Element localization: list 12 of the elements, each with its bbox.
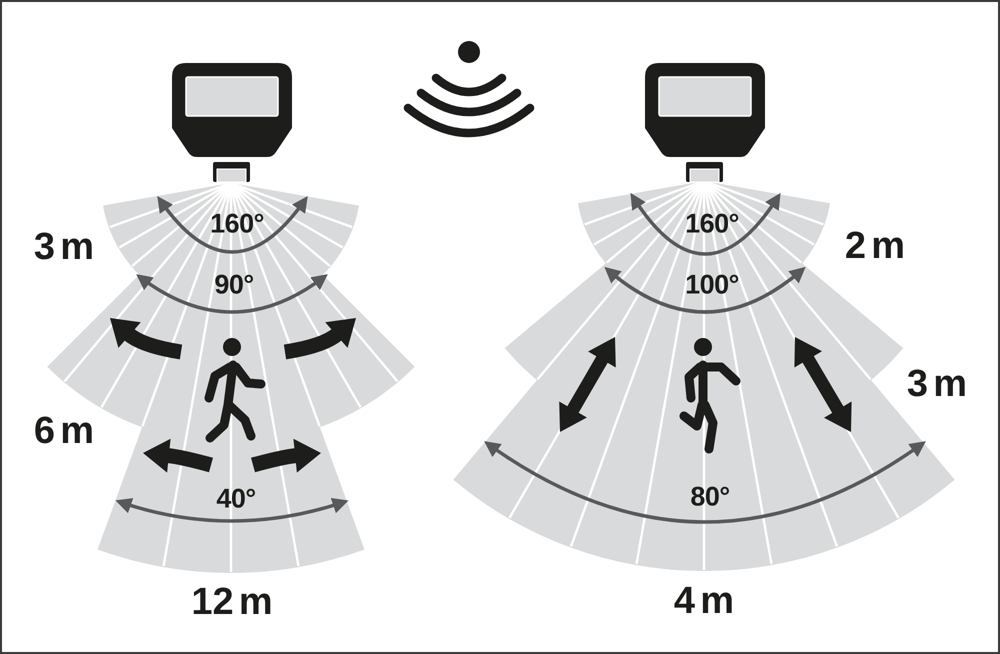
distance-label: 6 m bbox=[34, 412, 94, 450]
distance-label: 3 m bbox=[906, 365, 968, 403]
distance-label: 3 m bbox=[34, 228, 94, 266]
angle-label: 160° bbox=[210, 210, 264, 238]
distance-label: 12 m bbox=[191, 583, 273, 621]
angle-label: 40° bbox=[216, 486, 256, 512]
angle-label: 90° bbox=[214, 272, 254, 298]
angle-label: 160° bbox=[685, 210, 739, 238]
distance-label: 4 m bbox=[674, 582, 734, 620]
distance-label: 2 m bbox=[844, 227, 906, 265]
angle-label: 80° bbox=[690, 484, 730, 510]
angle-label: 100° bbox=[685, 272, 739, 298]
